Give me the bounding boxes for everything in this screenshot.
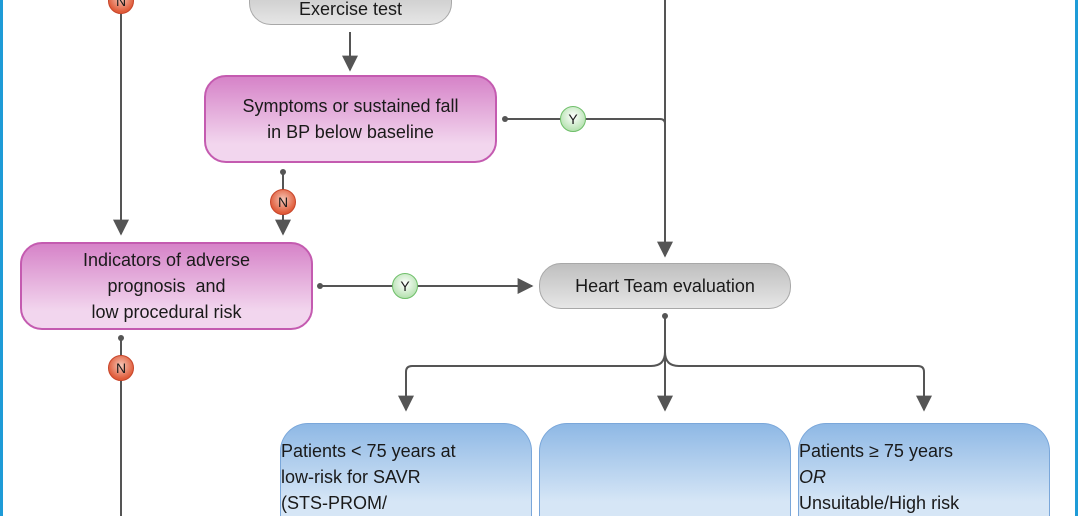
patients-75-plus-line-1: Patients ≥ 75 years: [799, 441, 953, 461]
patients-75-plus-line-3: Unsuitable/High risk: [799, 493, 960, 513]
exercise-test-label: Exercise test: [298, 0, 403, 19]
symptoms-line-2: in BP below baseline: [267, 122, 434, 142]
junction-dot: [317, 283, 323, 289]
no-badge-label: N: [277, 194, 289, 210]
yes-badge-label: Y: [568, 111, 578, 127]
yes-badge-indicators: Y: [392, 273, 418, 299]
patients-75-plus-or: OR: [799, 467, 826, 487]
no-badge-label: N: [115, 360, 127, 376]
junction-dot: [280, 169, 286, 175]
heart-team-label: Heart Team evaluation: [575, 276, 755, 296]
indicators-line-1: Indicators of adverse: [82, 250, 251, 270]
edge-heart-team-left: [398, 351, 666, 412]
patients-under-75-line-2: low-risk for SAVR: [281, 467, 421, 487]
junction-dot: [118, 335, 124, 341]
indicators-line-3: low procedural risk: [91, 302, 242, 322]
junction-dot: [662, 313, 668, 319]
no-badge-symptoms: N: [270, 189, 296, 215]
symptoms-line-1: Symptoms or sustained fall: [242, 96, 459, 116]
exercise-test-node: Exercise test: [249, 0, 452, 25]
heart-team-node: Heart Team evaluation: [539, 263, 791, 309]
patients-under-75-line-3: (STS-PROM/: [281, 493, 387, 513]
no-badge-indicators: N: [108, 355, 134, 381]
no-badge-label: N: [115, 0, 127, 9]
patients-under-75-node: Patients < 75 years at low-risk for SAVR…: [280, 423, 532, 516]
indicators-line-2: prognosis and: [107, 276, 226, 296]
junction-dot: [502, 116, 508, 122]
edge-heart-team-right: [664, 351, 932, 412]
indicators-decision-node: Indicators of adverse prognosis and low …: [20, 242, 313, 330]
yes-badge-symptoms: Y: [560, 106, 586, 132]
yes-badge-label: Y: [400, 278, 410, 294]
middle-outcome-node: [539, 423, 791, 516]
symptoms-decision-node: Symptoms or sustained fall in BP below b…: [204, 75, 497, 163]
patients-75-plus-node: Patients ≥ 75 years OR Unsuitable/High r…: [798, 423, 1050, 516]
patients-under-75-line-1: Patients < 75 years at: [281, 441, 456, 461]
